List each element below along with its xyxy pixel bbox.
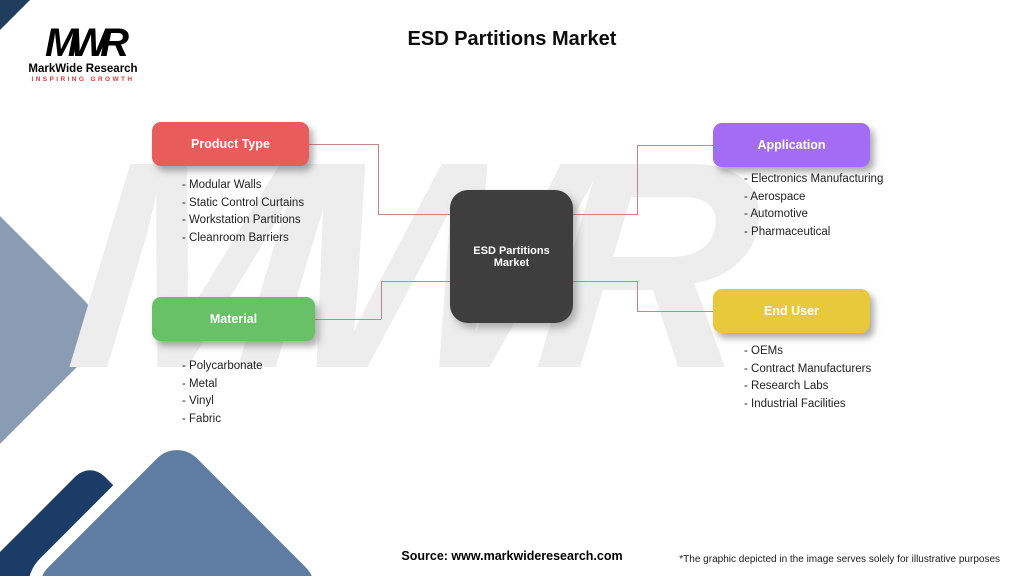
application-item-list: Electronics Manufacturing Aerospace Auto…	[744, 171, 883, 241]
connector-line	[381, 281, 382, 319]
markwide-research-logo: MWR MarkWide Research Inspiring Growth	[20, 21, 146, 83]
category-box-material: Material	[152, 297, 315, 341]
list-item: Aerospace	[744, 189, 883, 207]
connector-line	[378, 144, 379, 214]
connector-line	[308, 144, 378, 145]
list-item: Static Control Curtains	[182, 195, 304, 213]
connector-line	[637, 311, 713, 312]
page-title: ESD Partitions Market	[407, 28, 617, 50]
material-item-list: Polycarbonate Metal Vinyl Fabric	[182, 358, 263, 428]
list-item: Cleanroom Barriers	[182, 230, 304, 248]
list-item: Electronics Manufacturing	[744, 171, 883, 189]
connector-line	[637, 145, 713, 146]
list-item: Contract Manufacturers	[744, 361, 871, 379]
connector-line	[637, 281, 638, 311]
category-box-application: Application	[713, 123, 870, 167]
list-item: Workstation Partitions	[182, 212, 304, 230]
connector-line	[378, 214, 450, 215]
logo-monogram: MWR	[45, 21, 129, 65]
list-item: Metal	[182, 376, 263, 394]
disclaimer-note: *The graphic depicted in the image serve…	[679, 554, 1000, 565]
list-item: Polycarbonate	[182, 358, 263, 376]
category-box-product-type: Product Type	[152, 122, 309, 166]
logo-tagline: Inspiring Growth	[31, 76, 135, 83]
product-type-item-list: Modular Walls Static Control Curtains Wo…	[182, 177, 304, 247]
list-item: Automotive	[744, 206, 883, 224]
connector-line	[314, 319, 381, 320]
connector-line	[381, 281, 450, 282]
center-node-esd-partitions-market: ESD Partitions Market	[450, 190, 573, 323]
list-item: Modular Walls	[182, 177, 304, 195]
list-item: OEMs	[744, 343, 871, 361]
connector-line	[573, 214, 637, 215]
corner-triangle-decoration	[0, 0, 30, 30]
source-attribution: Source: www.markwideresearch.com	[401, 549, 623, 563]
connector-line	[573, 281, 637, 282]
list-item: Vinyl	[182, 393, 263, 411]
list-item: Pharmaceutical	[744, 224, 883, 242]
end-user-item-list: OEMs Contract Manufacturers Research Lab…	[744, 343, 871, 413]
list-item: Industrial Facilities	[744, 396, 871, 414]
list-item: Research Labs	[744, 378, 871, 396]
connector-line	[637, 145, 638, 215]
logo-company-name: MarkWide Research	[28, 63, 138, 75]
category-box-end-user: End User	[713, 289, 870, 333]
list-item: Fabric	[182, 411, 263, 429]
